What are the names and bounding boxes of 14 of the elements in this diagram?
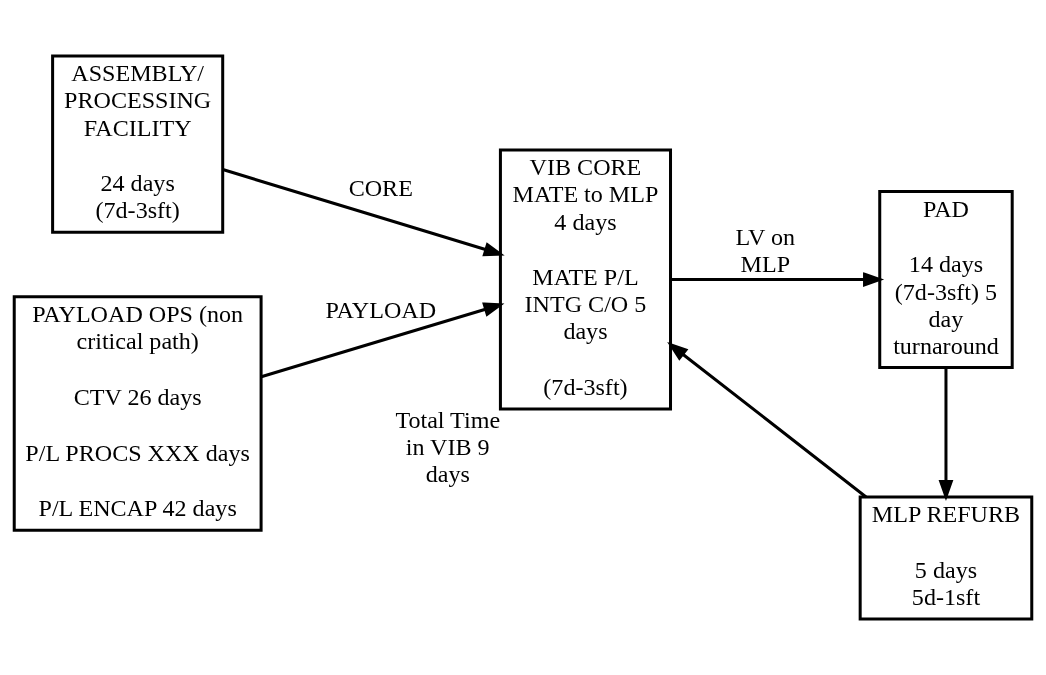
- node-box: VIB CORE MATE to MLP 4 days MATE P/L INTG C/O 5 days (7d-3sft): [498, 148, 672, 411]
- node-box: MLP REFURB 5 days 5d-1sft: [858, 495, 1034, 621]
- edge-label: CORE: [348, 175, 413, 202]
- node-box: ASSEMBLY/ PROCESSING FACILITY 24 days (7d-3sft): [51, 54, 225, 234]
- edge-label: LV on MLP: [735, 223, 796, 277]
- arrow: [670, 272, 885, 287]
- node-box: PAYLOAD OPS (non critical path) CTV 26 days P/L PROCS XXX days P/L ENCAP 42 days: [12, 295, 263, 532]
- arrow: [260, 302, 505, 379]
- arrow: [667, 342, 867, 499]
- edge-label: PAYLOAD: [325, 297, 437, 324]
- node-label: Total Time in VIB 9 days: [395, 407, 501, 488]
- arrow: [222, 168, 505, 257]
- node-box: PAD 14 days (7d-3sft) 5 day turnaround: [878, 190, 1014, 370]
- arrow: [938, 367, 954, 502]
